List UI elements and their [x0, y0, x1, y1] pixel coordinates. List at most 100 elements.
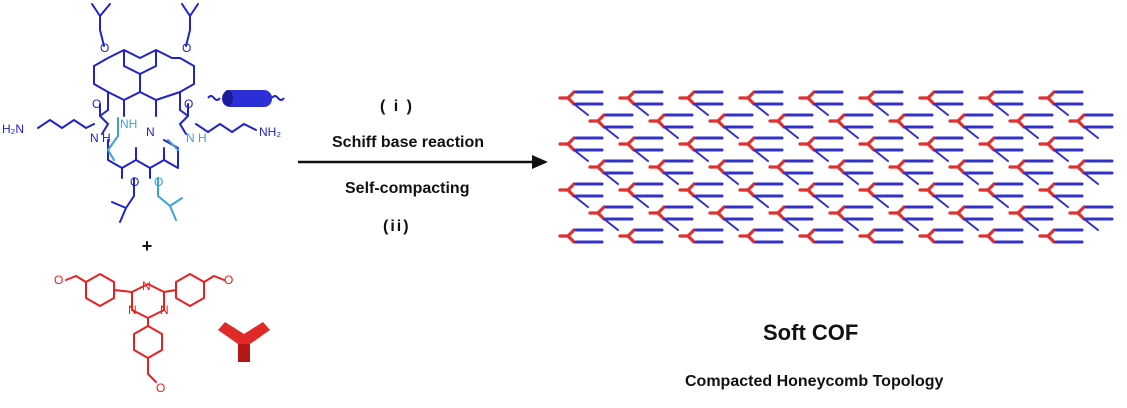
link-rod [993, 149, 1009, 162]
node-arm [686, 234, 696, 244]
node-arm [1076, 119, 1086, 129]
isobutyl-left-chain [99, 15, 105, 47]
label-n-2: N [128, 303, 137, 317]
link-rod [723, 218, 739, 231]
light-chain-left [107, 117, 119, 161]
node-arm [626, 96, 636, 106]
node-arm [746, 188, 756, 198]
link-rod [933, 103, 949, 116]
link-rod [573, 103, 589, 116]
triazine-ring [131, 283, 165, 319]
link-rod [1083, 126, 1099, 139]
link-rod [633, 195, 649, 208]
link-rod [873, 103, 889, 116]
link-rod [603, 172, 619, 185]
link-rod [813, 149, 829, 162]
link-rod [693, 103, 709, 116]
node-arm [566, 234, 576, 244]
carbonyl-right [179, 103, 189, 125]
node-arm [926, 234, 936, 244]
self-compacting-label: Self-compacting [345, 180, 470, 197]
link-rod [993, 103, 1009, 116]
isobutyl-bottom-left [111, 177, 135, 223]
label-o-red-left: O [54, 273, 63, 287]
trigonal-node-icon [218, 322, 270, 362]
node-arm [986, 234, 996, 244]
link-rod [633, 103, 649, 116]
node-arm [566, 142, 576, 152]
node-arm [776, 119, 786, 129]
rod-linker-icon [207, 90, 285, 107]
isobutyl-right-top [181, 3, 199, 17]
link-rod [1053, 149, 1069, 162]
node-arm [956, 165, 966, 175]
node-arm [776, 211, 786, 221]
node-arm [926, 96, 936, 106]
label-n-inner: N [146, 125, 155, 139]
link-rod [843, 172, 859, 185]
amine-chain-left [37, 119, 95, 129]
node-arm [806, 188, 816, 198]
link-rod [933, 149, 949, 162]
node-arm [716, 165, 726, 175]
link-rod [813, 103, 829, 116]
node-arm [1046, 234, 1056, 244]
node-arm [596, 119, 606, 129]
honeycomb-lattice [558, 90, 1114, 244]
link-rod [813, 195, 829, 208]
label-o-red-bottom: O [156, 381, 165, 395]
phenyl-right [175, 273, 205, 307]
node-arm [626, 188, 636, 198]
label-h2n: H₂N [2, 122, 24, 136]
node-arm [1046, 96, 1056, 106]
node-arm [1046, 188, 1056, 198]
phenyl-left [85, 273, 115, 307]
node-arm [656, 119, 666, 129]
node-arm [1016, 211, 1026, 221]
node-arm [986, 96, 996, 106]
node-arm [956, 211, 966, 221]
schiff-base-label: Schiff base reaction [332, 134, 485, 151]
link-rod [963, 172, 979, 185]
node-arm [716, 211, 726, 221]
product-subtitle: Compacted Honeycomb Topology [685, 373, 944, 390]
node-arm [836, 165, 846, 175]
node-arm [566, 96, 576, 106]
node-arm [926, 142, 936, 152]
node-arm [806, 142, 816, 152]
link-rod [663, 126, 679, 139]
node-arm [596, 165, 606, 175]
link-rod [1083, 172, 1099, 185]
label-n-3: N [160, 303, 169, 317]
light-chain-right [167, 139, 179, 151]
isobutyl-left-top [91, 3, 111, 17]
node-arm [686, 142, 696, 152]
amide-link-left [101, 123, 109, 135]
label-nh-light: NH [120, 117, 137, 131]
label-nh2: NH₂ [259, 125, 281, 139]
link-rod [873, 149, 889, 162]
link-rod [573, 195, 589, 208]
node-arm [926, 188, 936, 198]
node-arm [866, 234, 876, 244]
node-arm [596, 211, 606, 221]
node-arm [746, 96, 756, 106]
link-rod [753, 195, 769, 208]
link-rod [633, 149, 649, 162]
link-rod [1023, 218, 1039, 231]
node-arm [866, 188, 876, 198]
node-arm [626, 234, 636, 244]
node-arm [866, 142, 876, 152]
link-rod [753, 103, 769, 116]
link-rod [903, 126, 919, 139]
light-isobutyl-bottom [157, 177, 183, 221]
node-arm [1016, 119, 1026, 129]
label-o-carbonyl-right: O [184, 97, 193, 111]
link-rod [663, 218, 679, 231]
node-arm [746, 234, 756, 244]
product-title: Soft COF [763, 320, 859, 345]
link-rod [723, 172, 739, 185]
blue-macrocycle-monomer [37, 3, 257, 223]
link-rod [753, 149, 769, 162]
link-rod [963, 218, 979, 231]
